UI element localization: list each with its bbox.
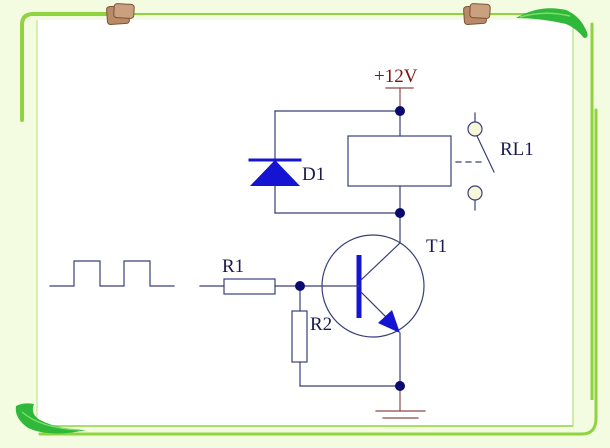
circuit: +12V D1 RL1 T1 (49, 66, 534, 419)
contact-arm (476, 135, 495, 173)
transistor-label: T1 (426, 236, 447, 257)
diode-label: D1 (302, 164, 325, 185)
paper-clip-icon (463, 3, 491, 26)
r2-label: R2 (310, 314, 332, 335)
junction-dot (395, 208, 405, 218)
leaf-icon (15, 403, 86, 434)
diagram-panel (37, 20, 573, 426)
contact-top (467, 121, 483, 137)
square-wave-input-icon (49, 260, 175, 287)
paper-clip-icon (106, 3, 135, 26)
r1-label: R1 (222, 256, 244, 277)
relay-label: RL1 (500, 139, 534, 160)
junction-dot (395, 106, 405, 116)
ground-icon (375, 410, 426, 419)
contact-bottom (467, 185, 483, 201)
frame-outer-border (20, 12, 132, 122)
transistor-emitter (360, 291, 391, 322)
supply-label: +12V (374, 66, 418, 87)
leaf-icon (516, 8, 588, 38)
emitter-arrow (378, 310, 400, 333)
diode-triangle (250, 160, 300, 186)
junction-dot (395, 381, 405, 391)
transistor-collector (360, 242, 401, 281)
junction-dot (295, 281, 305, 291)
frame-bottom-right-border (38, 22, 598, 436)
